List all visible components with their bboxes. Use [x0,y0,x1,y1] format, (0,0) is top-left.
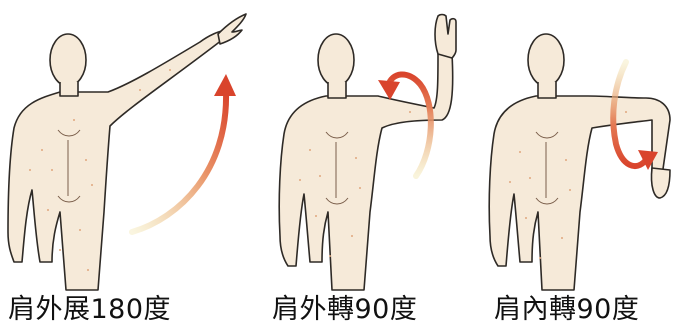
figure-external-rotation [270,0,480,292]
caption-abduction: 肩外展180度 [8,292,171,328]
body-silhouette [8,14,246,290]
caption-internal-rotation: 肩內轉90度 [494,292,639,328]
caption-external-rotation: 肩外轉90度 [272,292,417,328]
figure-internal-rotation [476,0,682,292]
figure-abduction [0,0,260,292]
abduction-arrow [132,74,236,232]
